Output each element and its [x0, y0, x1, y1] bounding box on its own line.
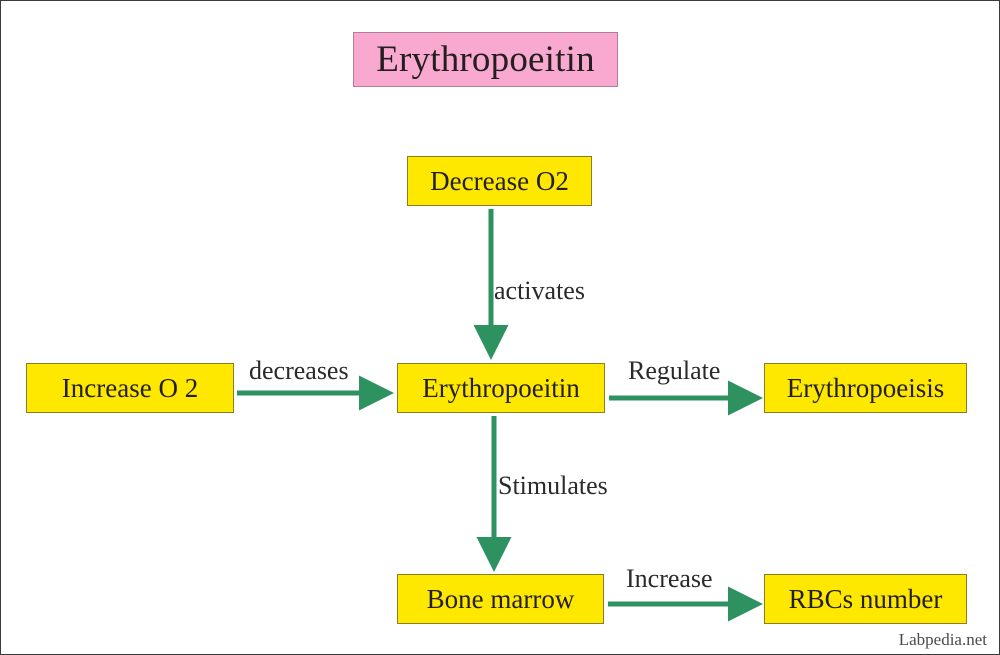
edge-label-stimulates: Stimulates — [498, 471, 608, 500]
node-erythropoeitin: Erythropoeitin — [397, 363, 605, 413]
watermark: Labpedia.net — [898, 630, 987, 649]
node-increase-o2: Increase O 2 — [26, 363, 234, 413]
edge-label-regulate: Regulate — [628, 356, 721, 385]
node-decrease-o2: Decrease O2 — [407, 156, 592, 206]
edge-label-decreases: decreases — [249, 356, 349, 385]
edge-label-activates: activates — [494, 276, 585, 305]
page-title: Erythropoeitin — [353, 32, 618, 87]
node-erythropoeisis: Erythropoeisis — [764, 363, 967, 413]
node-rbcs-number: RBCs number — [764, 574, 967, 624]
node-bone-marrow: Bone marrow — [397, 574, 604, 624]
edge-label-increase: Increase — [626, 564, 713, 593]
